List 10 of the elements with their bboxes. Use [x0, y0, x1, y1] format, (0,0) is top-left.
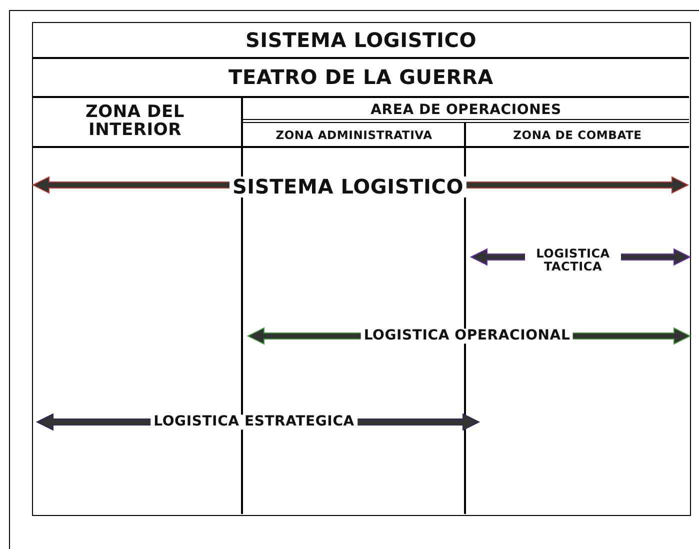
header-cell-text: TEATRO DE LA GUERRA	[228, 64, 494, 90]
arrow-label: LOGISTICA ESTRATEGICA	[150, 414, 358, 430]
arrow-label: LOGISTICA TACTICA	[525, 247, 621, 273]
header-cell-text: AREA DE OPERACIONES	[370, 100, 562, 120]
header-cell-text: ZONA DE COMBATE	[512, 126, 643, 144]
arrow-label: LOGISTICA OPERACIONAL	[360, 328, 574, 344]
arrow-label: SISTEMA LOGISTICO	[229, 176, 467, 198]
header-cell-text: ZONA ADMINISTRATIVA	[274, 126, 434, 144]
table-title: SISTEMA LOGISTICO	[244, 26, 478, 54]
header-cell-text: ZONA DEL INTERIOR	[84, 101, 186, 142]
